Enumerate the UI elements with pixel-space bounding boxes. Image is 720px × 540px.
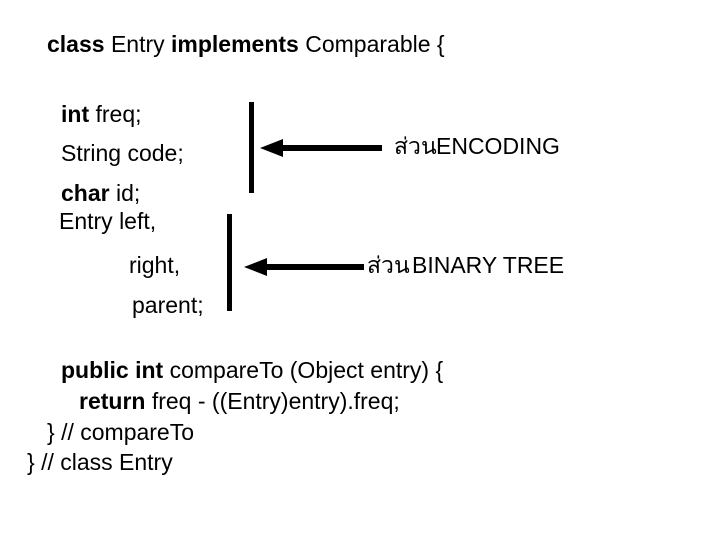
class-name: Entry: [104, 31, 172, 57]
left-arrow-icon-encoding: [260, 137, 382, 159]
keyword-return: return: [79, 388, 146, 414]
keyword-char: char: [61, 180, 110, 206]
annotation-binary-tree-thai: ส่วน: [367, 252, 410, 278]
class-declaration-tail: Comparable {: [298, 31, 445, 57]
keyword-int: int: [61, 101, 90, 127]
vertical-group-bar-encoding: [249, 102, 254, 193]
code-line-parent: parent;: [132, 292, 204, 318]
code-line-return-statement: return freq - ((Entry)entry).freq;: [79, 388, 400, 414]
code-line-string-code: String code;: [61, 140, 184, 166]
code-line-end-class: } // class Entry: [27, 449, 173, 475]
code-line-class-declaration: class Entry implements Comparable {: [47, 31, 445, 57]
annotation-encoding-thai: ส่วน: [394, 133, 437, 159]
keyword-implements: implements: [171, 31, 299, 57]
code-line-int-freq: int freq;: [61, 101, 142, 127]
vertical-group-bar-binary-tree: [227, 214, 232, 311]
field-id: id;: [109, 180, 141, 206]
annotation-binary-tree-latin: BINARY TREE: [412, 252, 565, 278]
keyword-class: class: [47, 31, 105, 57]
annotation-binary-tree: ส่วน BINARY TREE: [367, 252, 617, 282]
field-code: String code;: [61, 140, 184, 166]
code-line-compareto-signature: public int compareTo (Object entry) {: [61, 357, 443, 383]
annotation-encoding-latin: ENCODING: [436, 133, 560, 159]
field-freq: freq;: [89, 101, 142, 127]
return-expression: freq - ((Entry)entry).freq;: [145, 388, 400, 414]
code-line-entry-left: Entry left,: [59, 208, 157, 234]
compareto-signature-rest: compareTo (Object entry) {: [163, 357, 444, 383]
left-arrow-icon-binary-tree: [244, 256, 364, 278]
keyword-public-int: public int: [61, 357, 164, 383]
code-line-char-id: char id;: [61, 180, 140, 206]
code-line-right: right,: [129, 252, 181, 278]
annotation-encoding: ส่วน ENCODING: [394, 133, 614, 163]
code-line-end-method: } // compareTo: [47, 419, 195, 445]
